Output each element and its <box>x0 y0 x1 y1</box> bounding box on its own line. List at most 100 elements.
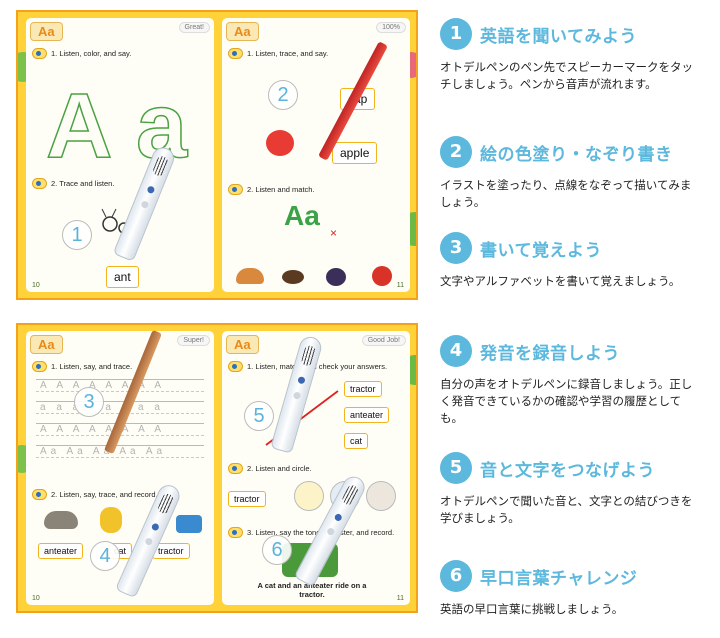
workbook-page-left: Aa Great! 1. Listen, color, and say. A a… <box>26 18 214 292</box>
pen-speaker-grill <box>300 344 317 367</box>
reward-badge: Good Job! <box>361 335 406 346</box>
pen-button <box>333 512 343 523</box>
pen-button <box>146 185 156 195</box>
feature-number-badge: 3 <box>440 232 472 264</box>
feature-item-4: 4 発音を録音しよう 自分の声をオトデルペンに録音しましょう。正しく発音できてい… <box>440 335 710 427</box>
ant-picture <box>282 270 304 284</box>
pen-button <box>326 526 336 537</box>
speaker-icon[interactable] <box>32 361 47 372</box>
workbook-spread-bottom: Aa Super! 1. Listen, say, and trace. A A… <box>16 323 418 613</box>
photo-marker-1: 1 <box>62 220 92 250</box>
reward-badge: Great! <box>178 22 210 33</box>
workbook-page-left: Aa Super! 1. Listen, say, and trace. A A… <box>26 331 214 605</box>
speaker-icon[interactable] <box>228 527 243 538</box>
feature-heading: 4 発音を録音しよう <box>440 335 710 367</box>
instruction-text: 2. Listen and match. <box>247 185 315 194</box>
page-number: 10 <box>32 282 40 289</box>
feature-description: オトデルペンのペン先でスピーカーマークをタッチしましょう。ペンから音声が流れます… <box>440 60 693 91</box>
pen-speaker-grill <box>156 492 175 516</box>
feature-number-badge: 1 <box>440 18 472 50</box>
feature-heading: 5 音と文字をつなげよう <box>440 452 710 484</box>
feature-description: 英語の早口言葉に挑戦しましょう。 <box>440 602 624 616</box>
page-number: 11 <box>396 282 404 289</box>
speaker-icon[interactable] <box>32 489 47 500</box>
tracing-row[interactable]: A A A A A A A A <box>36 379 204 392</box>
feature-description: 自分の声をオトデルペンに録音しましょう。正しく発音できているかの確認や学習の履歴… <box>440 377 693 425</box>
photo-marker-2: 2 <box>268 80 298 110</box>
match-letters: Aa <box>284 200 320 231</box>
apple-picture <box>372 266 392 286</box>
feature-heading: 3 書いて覚えよう <box>440 232 710 264</box>
speaker-icon[interactable] <box>228 48 243 59</box>
feature-item-5: 5 音と文字をつなげよう オトデルペンで聞いた音と、文字との結びつきを学びましょ… <box>440 452 710 527</box>
speaker-icon[interactable] <box>228 463 243 474</box>
instruction-text: 2. Listen, say, trace, and record. <box>51 490 158 499</box>
photo-marker-6: 6 <box>262 535 292 565</box>
feature-title: 絵の色塗り・なぞり書き <box>480 144 673 165</box>
speaker-icon[interactable] <box>228 361 243 372</box>
pen-button <box>144 536 154 547</box>
feature-heading: 1 英語を聞いてみよう <box>440 18 710 50</box>
instruction-text: 2. Listen and circle. <box>247 464 312 473</box>
feature-title: 早口言葉チャレンジ <box>480 568 638 589</box>
instruction-row: 2. Listen and circle. <box>228 463 312 474</box>
pen-button <box>140 200 150 210</box>
page-number: 11 <box>396 595 404 602</box>
word-box-ant[interactable]: ant <box>106 266 139 288</box>
photo-marker-3: 3 <box>74 387 104 417</box>
reward-badge: 100% <box>376 22 406 33</box>
feature-description: オトデルペンで聞いた音と、文字との結びつきを学びましょう。 <box>440 494 693 525</box>
feature-title: 発音を録音しよう <box>480 343 620 364</box>
pen-speaker-grill <box>340 483 360 507</box>
cat-choice-picture[interactable] <box>294 481 324 511</box>
word-box-tractor[interactable]: tractor <box>228 491 266 507</box>
outline-uppercase-letter: A <box>45 75 113 177</box>
letter-tab: Aa <box>226 22 259 41</box>
instruction-text: 1. Listen, say, and trace. <box>51 362 133 371</box>
feature-number-badge: 5 <box>440 452 472 484</box>
word-box-cat[interactable]: cat <box>344 433 369 449</box>
instruction-text: 1. Listen, trace, and say. <box>247 49 329 58</box>
wrong-mark: × <box>330 226 338 240</box>
feature-item-2: 2 絵の色塗り・なぞり書き イラストを塗ったり、点線をなぞって描いてみましょう。 <box>440 136 710 211</box>
workbook-page-right: Aa 100% 1. Listen, trace, and say. cap a… <box>222 18 410 292</box>
speaker-icon[interactable] <box>228 184 243 195</box>
tongue-twister-caption: A cat and an anteater ride on a tractor. <box>257 581 367 599</box>
instruction-text: 1. Listen, color, and say. <box>51 49 132 58</box>
workbook-spread-top: Aa Great! 1. Listen, color, and say. A a… <box>16 10 418 300</box>
instruction-row: 1. Listen, say, and trace. <box>32 361 132 372</box>
pen-button <box>297 375 306 385</box>
anteater-picture <box>44 511 78 529</box>
feature-title: 英語を聞いてみよう <box>480 26 637 47</box>
feature-title: 書いて覚えよう <box>480 240 602 261</box>
letter-tab: Aa <box>226 335 259 354</box>
feature-number-badge: 6 <box>440 560 472 592</box>
letter-tab: Aa <box>30 22 63 41</box>
anteater-choice-picture[interactable] <box>366 481 396 511</box>
photo-marker-5: 5 <box>244 401 274 431</box>
word-box-tractor[interactable]: tractor <box>344 381 382 397</box>
word-box-anteater[interactable]: anteater <box>38 543 84 559</box>
word-box-anteater[interactable]: anteater <box>344 407 390 423</box>
tracing-row[interactable]: Aa Aa Aa Aa Aa <box>36 445 204 458</box>
feature-item-6: 6 早口言葉チャレンジ 英語の早口言葉に挑戦しましょう。 <box>440 560 710 618</box>
feature-number-badge: 4 <box>440 335 472 367</box>
instruction-row: 2. Listen, say, trace, and record. <box>32 489 158 500</box>
instruction-text: 1. Listen, match, and check your answers… <box>247 362 388 371</box>
speaker-icon[interactable] <box>32 48 47 59</box>
letter-tab: Aa <box>30 335 63 354</box>
feature-description: イラストを塗ったり、点線をなぞって描いてみましょう。 <box>440 178 692 209</box>
photo-marker-4: 4 <box>90 541 120 571</box>
instruction-text: 2. Trace and listen. <box>51 179 115 188</box>
instruction-row: 3. Listen, say the tongue twister, and r… <box>228 527 394 538</box>
cap-picture <box>236 268 264 284</box>
spider-picture <box>326 268 346 286</box>
feature-item-3: 3 書いて覚えよう 文字やアルファベットを書いて覚えましょう。 <box>440 232 710 290</box>
feature-heading: 2 絵の色塗り・なぞり書き <box>440 136 710 168</box>
apple-picture <box>266 130 294 156</box>
speaker-icon[interactable] <box>32 178 47 189</box>
word-box-apple[interactable]: apple <box>332 142 378 164</box>
feature-heading: 6 早口言葉チャレンジ <box>440 560 710 592</box>
instruction-row: 1. Listen, color, and say. <box>32 48 131 59</box>
instruction-row: 1. Listen, match, and check your answers… <box>228 361 387 372</box>
